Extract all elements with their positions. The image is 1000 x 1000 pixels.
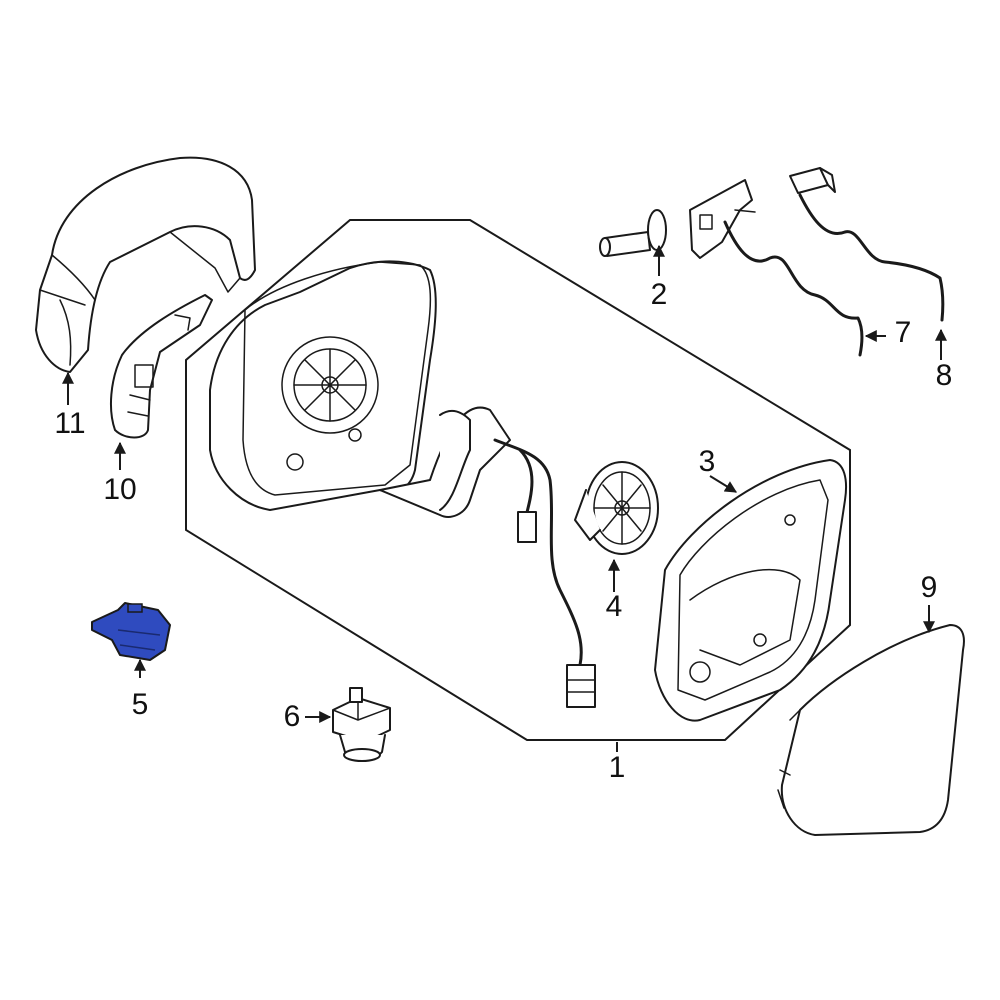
module-part-5[interactable]	[91, 602, 171, 661]
mirror-cap-part-11[interactable]	[35, 156, 256, 373]
mirror-assembly-part-1[interactable]	[209, 260, 511, 518]
callout-9[interactable]: 9	[920, 571, 938, 604]
actuator-motor-part-4[interactable]	[574, 461, 659, 555]
bracket-wire-part-7[interactable]	[689, 179, 864, 357]
callout-5[interactable]: 5	[131, 688, 149, 721]
callout-6[interactable]: 6	[283, 700, 301, 733]
mirror-glass-part-9[interactable]	[777, 624, 965, 836]
mirror-frame-part-3[interactable]	[654, 459, 848, 722]
assembly-outline	[185, 219, 851, 741]
callout-8[interactable]: 8	[935, 359, 953, 392]
callout-4[interactable]: 4	[605, 590, 623, 623]
callout-3[interactable]: 3	[698, 445, 716, 478]
connector-wire-part-8[interactable]	[789, 167, 945, 322]
callout-1[interactable]: 1	[608, 751, 626, 784]
turn-signal-part-10[interactable]	[110, 294, 213, 439]
callout-7[interactable]: 7	[894, 316, 912, 349]
callout-11[interactable]: 11	[54, 407, 86, 440]
sensor-part-6[interactable]	[332, 687, 391, 762]
callout-2[interactable]: 2	[650, 278, 668, 311]
callout-10[interactable]: 10	[103, 473, 137, 506]
leader-lines	[62, 244, 947, 752]
bolt-part-2[interactable]	[599, 209, 667, 257]
assembly-wire-harness	[493, 438, 596, 708]
